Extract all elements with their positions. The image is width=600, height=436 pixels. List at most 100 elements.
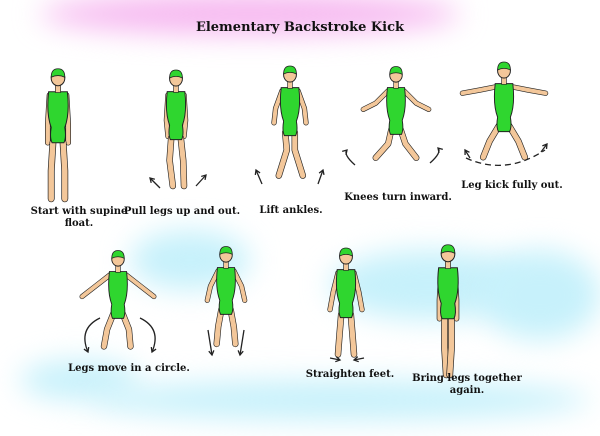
caption-line: Bring legs together — [412, 373, 522, 384]
arrow-head — [254, 168, 261, 176]
arrow-head — [237, 350, 244, 357]
limb — [398, 127, 419, 161]
arrow-head — [201, 174, 207, 181]
pink-highlight — [40, 0, 460, 34]
limb — [48, 139, 56, 202]
limb — [335, 311, 344, 358]
limb — [446, 315, 455, 378]
dashed-path — [465, 149, 546, 167]
arrow-shaft — [239, 329, 245, 356]
arrow-head — [150, 346, 157, 354]
limb — [231, 268, 247, 303]
swim-cap — [497, 61, 511, 71]
arrow-shaft — [139, 317, 156, 353]
motion-arrow — [139, 317, 157, 354]
arrow-shaft — [84, 317, 101, 353]
step-caption-5: Leg kick fully out. — [452, 180, 572, 192]
swimmer-figure — [204, 246, 248, 348]
swimsuit — [47, 91, 69, 144]
arrow-shaft — [255, 169, 263, 185]
arrow-head — [83, 346, 90, 354]
motion-arrow — [237, 329, 245, 357]
swim-cap — [389, 66, 403, 75]
swimsuit — [279, 87, 301, 137]
limb — [460, 84, 498, 96]
limb — [166, 135, 176, 189]
limb — [205, 268, 221, 303]
swimsuit — [108, 271, 128, 319]
limb — [401, 88, 431, 112]
limb — [214, 307, 224, 347]
arrow-shaft — [195, 174, 207, 187]
caption-line: Lift ankles. — [259, 205, 323, 216]
swim-cap — [440, 244, 456, 254]
swimmer-figure — [79, 250, 157, 350]
swim-cap — [283, 65, 297, 75]
step-caption-4: Knees turn inward. — [338, 192, 458, 204]
limb — [80, 272, 113, 299]
caption-line: Leg kick fully out. — [461, 180, 563, 191]
limb — [271, 88, 284, 125]
aqua-highlight — [90, 380, 590, 420]
swimmer-figure — [436, 244, 460, 379]
arrow-head — [542, 142, 548, 150]
swim-cap — [219, 246, 233, 255]
limb — [296, 88, 309, 125]
swim-cap — [111, 250, 125, 259]
limb — [120, 311, 134, 349]
step-caption-6: Legs move in a circle. — [54, 363, 204, 375]
motion-arrow — [149, 177, 161, 189]
step-caption-9: Bring legs together again. — [405, 373, 529, 397]
limb — [510, 84, 548, 96]
caption-line: Start with supine — [30, 206, 128, 217]
aqua-highlight — [480, 250, 600, 340]
limb — [348, 311, 357, 358]
swimsuit — [165, 91, 187, 141]
swim-cap — [339, 247, 353, 257]
caption-line: Straighten feet. — [305, 369, 395, 380]
motion-arrow — [329, 356, 342, 363]
step-caption-2: Pull legs up and out. — [122, 206, 242, 218]
motion-arrow — [464, 148, 471, 159]
caption-line: float. — [64, 218, 94, 229]
swimsuit — [386, 87, 406, 135]
caption-line: Legs move in a circle. — [68, 363, 190, 374]
arrow-head — [464, 148, 470, 156]
step-caption-8: Straighten feet. — [300, 369, 400, 381]
arrow-head — [318, 168, 325, 176]
limb — [441, 315, 450, 378]
step-caption-3: Lift ankles. — [246, 205, 336, 217]
page-title: Elementary Backstroke Kick — [195, 20, 405, 35]
arrow-head — [437, 147, 443, 154]
arrow-head — [335, 356, 342, 363]
limb — [506, 122, 528, 160]
limb — [228, 307, 238, 347]
swimsuit — [437, 267, 459, 320]
arrow-shaft — [207, 329, 213, 356]
swim-cap — [50, 68, 66, 78]
caption-line: Pull legs up and out. — [123, 206, 241, 217]
motion-arrow — [195, 174, 207, 187]
caption-line: Knees turn inward. — [344, 192, 452, 203]
swimsuit — [493, 83, 515, 133]
swimmer-figure — [163, 69, 189, 190]
limb — [361, 88, 391, 112]
limb — [123, 272, 156, 299]
limb — [276, 129, 290, 179]
arrow-shaft — [429, 147, 440, 164]
motion-arrow — [207, 329, 215, 357]
motion-arrow — [429, 147, 443, 164]
arrow-head — [149, 177, 156, 184]
swim-cap — [169, 69, 183, 79]
motion-arrow — [540, 142, 548, 153]
swimmer-figure — [44, 68, 72, 203]
motion-arrow — [317, 168, 325, 185]
motion-arrow — [254, 168, 263, 185]
swimmer-figure — [327, 247, 365, 358]
arrow-head — [342, 149, 348, 156]
limb — [60, 139, 68, 202]
swimmer-figure — [360, 66, 432, 161]
motion-arrow — [352, 356, 365, 363]
swimsuit — [216, 267, 236, 315]
